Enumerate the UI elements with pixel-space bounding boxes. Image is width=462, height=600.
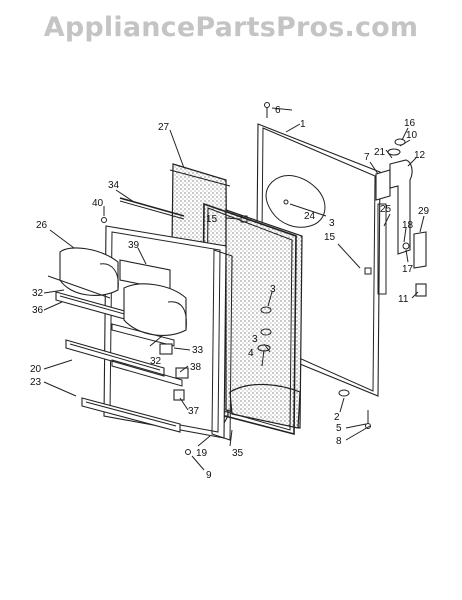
label-33: 33 (192, 345, 204, 356)
screw-5 (365, 410, 371, 429)
label-32b: 32 (150, 356, 162, 367)
shelf-rail-20 (65, 339, 183, 387)
screw-9 (185, 449, 191, 455)
watermark: AppliancePartsPros.com (43, 12, 419, 43)
label-32a: 32 (32, 288, 44, 299)
label-26: 26 (36, 220, 48, 231)
label-21: 21 (374, 147, 386, 158)
label-15b: 15 (324, 232, 336, 243)
label-34: 34 (108, 180, 120, 191)
label-7: 7 (364, 152, 370, 163)
stop-block-33 (159, 343, 173, 355)
label-25: 25 (380, 204, 392, 215)
label-35: 35 (232, 448, 244, 459)
stop-block-37 (173, 389, 185, 401)
label-17: 17 (402, 264, 414, 275)
label-23: 23 (30, 377, 42, 388)
part-labels: 6 1 27 34 40 26 39 15 24 3 15 32 36 3 32… (30, 105, 430, 481)
trim-strip-23 (81, 397, 181, 433)
bracket-11 (415, 283, 427, 297)
label-36: 36 (32, 305, 44, 316)
label-2: 2 (334, 412, 340, 423)
label-29: 29 (418, 206, 430, 217)
label-39: 39 (128, 240, 140, 251)
label-6: 6 (275, 105, 281, 116)
label-3a: 3 (329, 218, 335, 229)
door-bin-middle (111, 283, 187, 347)
stop-block-38 (175, 367, 189, 379)
label-4: 4 (248, 348, 254, 359)
dairy-bin-26 (47, 247, 119, 299)
label-5: 5 (336, 423, 342, 434)
label-27: 27 (158, 122, 170, 133)
label-3c: 3 (252, 334, 258, 345)
washer-2 (338, 389, 350, 397)
label-19: 19 (196, 448, 208, 459)
screw-6 (264, 102, 270, 118)
label-10: 10 (406, 130, 418, 141)
label-8: 8 (336, 436, 342, 447)
trim-rod-34 (119, 197, 185, 220)
label-3b: 3 (270, 284, 276, 295)
label-37: 37 (188, 406, 200, 417)
label-38: 38 (190, 362, 202, 373)
label-16: 16 (404, 118, 416, 129)
label-12: 12 (414, 150, 426, 161)
label-1: 1 (300, 119, 306, 130)
screw-40 (101, 217, 107, 223)
label-24: 24 (304, 211, 316, 222)
label-11: 11 (398, 294, 409, 305)
label-20: 20 (30, 364, 42, 375)
hinge-cover-29 (413, 231, 427, 269)
stop-parts-3-4 (257, 306, 272, 367)
label-9: 9 (206, 470, 212, 481)
label-40: 40 (92, 198, 104, 209)
label-18: 18 (402, 220, 414, 231)
label-15a: 15 (206, 214, 218, 225)
fastener-15 (240, 215, 372, 275)
leader-lines (43, 107, 425, 471)
hinge-assembly (375, 138, 413, 295)
